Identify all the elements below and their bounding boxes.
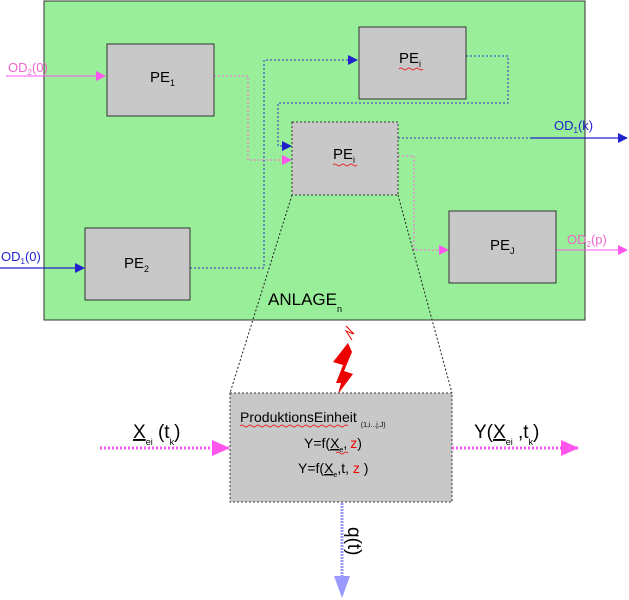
eq1-spellcheck-underline	[335, 451, 349, 455]
od1-output-label: OD1(k)	[554, 118, 593, 135]
pe1-label: PE1	[150, 69, 175, 88]
unit-title: ProduktionsEinheit(1,i...j,J)	[240, 409, 386, 429]
disturbance-arrowhead	[334, 576, 350, 598]
pe-j-block	[448, 210, 557, 284]
lightning-bolt-icon	[333, 343, 353, 394]
pe2-block	[84, 227, 191, 301]
pe2-label: PE2	[124, 255, 149, 274]
pe2-to-pei-top-connection	[190, 55, 358, 269]
pe-i-top-label: PEi	[399, 50, 421, 69]
zoom-lines	[229, 194, 453, 394]
disturbance-label: q(t)	[343, 527, 364, 556]
pe-i-mid-label: PEi	[333, 146, 355, 165]
pei-to-pej-connection	[398, 155, 449, 255]
lightning-icon	[344, 325, 355, 341]
plant-label: ANLAGEn	[268, 290, 342, 314]
pei-top-to-pei-mid-connection	[277, 55, 509, 151]
pe-i-top-spellcheck-underline	[398, 67, 424, 71]
od2-output-label: OD2(p)	[567, 232, 607, 249]
output-signal-label: Y(Xei ,tk)	[474, 422, 539, 447]
pe-i-mid-block	[291, 121, 399, 196]
unit-equation-2: Y=f(Xe,t, z )	[298, 460, 368, 479]
pe-i-top-block	[358, 26, 467, 100]
unit-title-spellcheck-underline	[239, 424, 349, 428]
pe1-to-pei-connection	[214, 75, 292, 165]
od2-input-label: OD2(0)	[8, 60, 48, 77]
pe-j-label: PEJ	[490, 237, 515, 256]
pe-i-mid-spellcheck-underline	[332, 163, 358, 167]
od1-input-label: OD1(0)	[1, 249, 41, 266]
unit-equation-1: Y=f(Xe,z)	[304, 435, 362, 454]
input-signal-label: Xei (tk)	[133, 422, 180, 447]
pe1-block	[106, 43, 215, 117]
